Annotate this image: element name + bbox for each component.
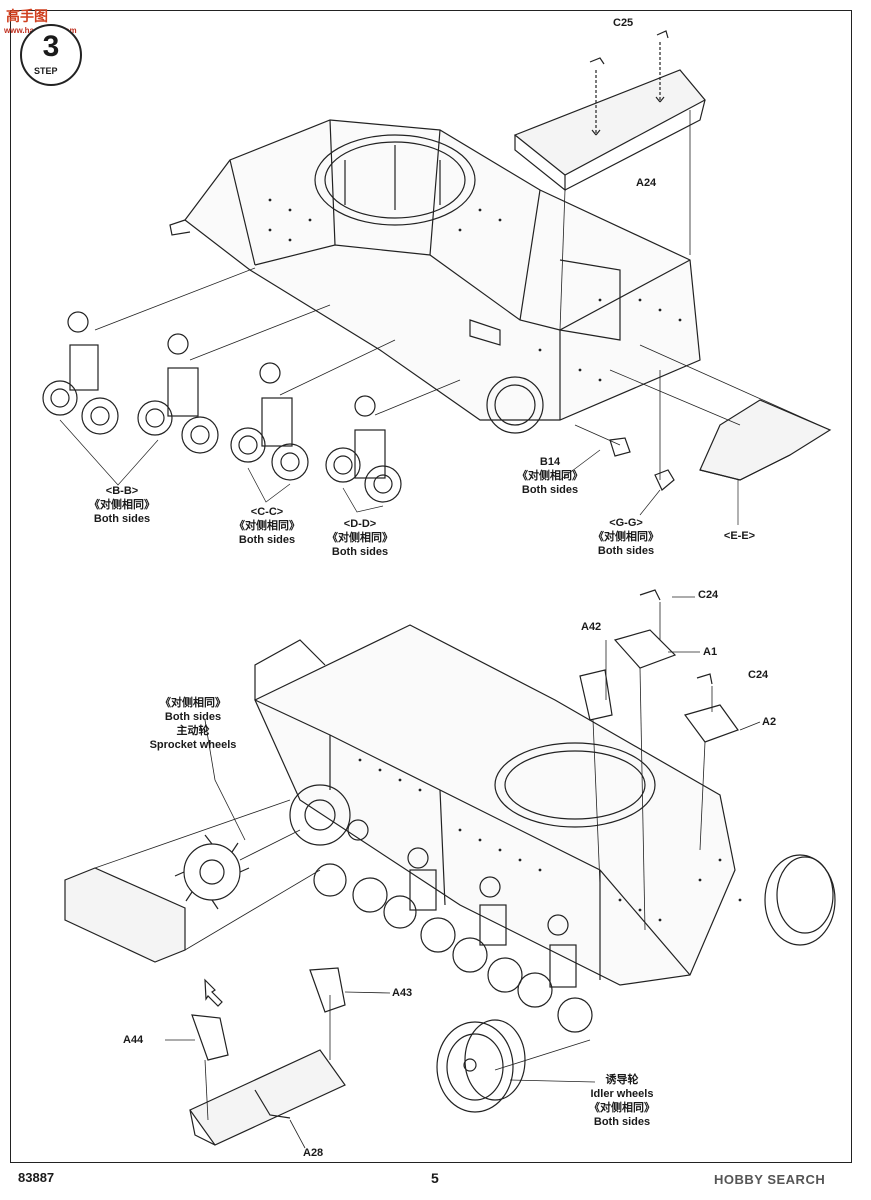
label-sprocket-cn1: 《对侧相同》 (160, 697, 226, 709)
lower-rivets (358, 758, 742, 922)
label-b-b-code: <B-B> (105, 485, 139, 497)
upper-leader-lines (94, 110, 831, 480)
label-b14-cn: 《对侧相同》 (517, 470, 583, 482)
page-number: 5 (431, 1170, 439, 1186)
label-d-d-cn: 《对侧相同》 (327, 532, 393, 544)
label-g-g-cn: 《对侧相同》 (593, 531, 659, 543)
label-idler-en2: Both sides (593, 1116, 651, 1128)
label-c-c-en: Both sides (238, 534, 296, 546)
label-c-c-cn: 《对侧相同》 (234, 520, 300, 532)
label-idler-cn2: 《对侧相同》 (589, 1102, 655, 1114)
label-sprocket: 《对侧相同》 Both sides 主动轮 Sprocket wheels (143, 696, 243, 752)
label-a2: A2 (762, 716, 777, 728)
part-a2 (684, 704, 739, 743)
lower-leader-lines (94, 596, 761, 1149)
label-g-g: <G-G> 《对侧相同》 Both sides (576, 516, 676, 558)
part-a28 (189, 1049, 346, 1146)
label-g-g-code: <G-G> (609, 517, 643, 529)
label-a42: A42 (581, 621, 602, 633)
part-a24 (513, 69, 706, 192)
part-a43 (309, 967, 346, 1013)
step-word: STEP (34, 66, 58, 76)
label-c25: C25 (613, 17, 634, 29)
label-sprocket-en1: Both sides (164, 711, 222, 723)
label-a28: A28 (303, 1147, 324, 1159)
label-a43: A43 (392, 987, 413, 999)
label-e-e: <E-E> (723, 530, 756, 542)
label-b-b-cn: 《对侧相同》 (89, 499, 155, 511)
label-c24-upper: C24 (698, 589, 719, 601)
label-b14-en: Both sides (521, 484, 579, 496)
kit-number: 83887 (18, 1170, 55, 1185)
label-d-d-code: <D-D> (343, 518, 377, 530)
front-armor-block (64, 867, 186, 963)
label-d-d: <D-D> 《对侧相同》 Both sides (310, 517, 410, 559)
upper-rivets (268, 198, 682, 382)
label-sprocket-cn2: 主动轮 (176, 725, 210, 737)
label-a44: A44 (123, 1034, 144, 1046)
lower-hull (254, 624, 736, 986)
hobby-search-watermark: HOBBY SEARCH (714, 1172, 826, 1187)
label-a1: A1 (703, 646, 718, 658)
label-c-c: <C-C> 《对侧相同》 Both sides (217, 505, 317, 547)
label-idler: 诱导轮 Idler wheels 《对侧相同》 Both sides (572, 1073, 672, 1129)
site-logo: 高手图 (6, 8, 48, 24)
label-idler-cn1: 诱导轮 (605, 1074, 639, 1086)
part-b14 (609, 437, 631, 457)
idler-wheel (436, 1019, 526, 1113)
part-a42 (579, 669, 613, 721)
label-c24-lower: C24 (748, 669, 769, 681)
upper-callout-lines (59, 419, 739, 525)
lower-bogies (313, 819, 593, 1033)
label-a24: A24 (636, 177, 657, 189)
label-b14: B14 《对侧相同》 Both sides (500, 455, 600, 497)
step-number: 3 (42, 30, 60, 63)
label-g-g-en: Both sides (597, 545, 655, 557)
label-b14-code: B14 (539, 456, 561, 468)
page-border (10, 10, 852, 1163)
label-idler-en1: Idler wheels (590, 1088, 654, 1100)
part-g-g (654, 469, 675, 491)
label-b-b: <B-B> 《对侧相同》 Both sides (72, 484, 172, 526)
part-e-e (699, 399, 832, 481)
upper-bogies (42, 311, 402, 503)
step-badge: 3 STEP (20, 24, 82, 86)
part-c25 (589, 30, 669, 136)
label-b-b-en: Both sides (93, 513, 151, 525)
part-c24 (639, 589, 713, 685)
part-a1 (613, 629, 677, 669)
rear-idler-wheel (764, 854, 836, 946)
label-sprocket-en2: Sprocket wheels (149, 739, 237, 751)
label-c-c-code: <C-C> (250, 506, 284, 518)
direction-arrow (204, 978, 223, 1007)
part-a44 (191, 1014, 229, 1061)
label-d-d-en: Both sides (331, 546, 389, 558)
upper-hull (169, 119, 701, 434)
sprocket-wheel (174, 834, 250, 910)
